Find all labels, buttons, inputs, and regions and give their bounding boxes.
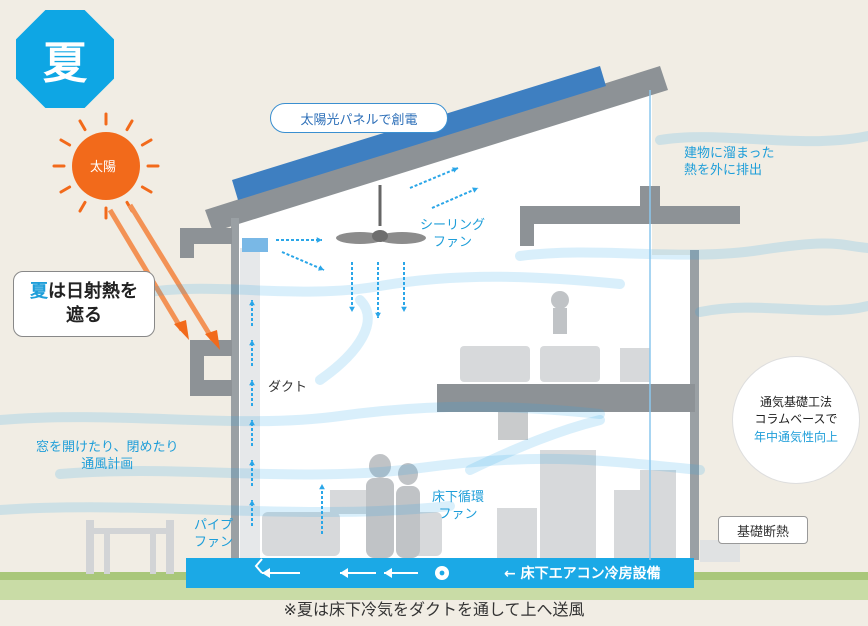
air-streak — [655, 131, 868, 147]
left-wall — [231, 218, 239, 562]
air-streak — [55, 453, 705, 480]
ac-bar-arrow — [262, 568, 300, 578]
solar-panel-label: 太陽光パネルで創電 — [270, 103, 448, 133]
solar-panel — [232, 66, 606, 200]
duct-upflow-arrow — [249, 380, 255, 406]
air-streak — [515, 238, 868, 261]
left-eave-drop — [180, 228, 194, 258]
air-streak — [315, 295, 373, 385]
duct-label: ダクト — [268, 380, 308, 395]
duct-upflow-arrow — [249, 340, 255, 366]
ac-bar-arrow — [384, 568, 418, 578]
sun-ray — [140, 185, 153, 194]
upper-eave — [520, 206, 740, 224]
duct-upflow-arrow — [249, 500, 255, 526]
exhaust-label: 建物に溜まった熱を外に排出 — [684, 146, 775, 178]
duct-outflow-arrow — [276, 237, 322, 243]
exhaust-arrow — [431, 187, 479, 209]
underfloor-upflow-arrow — [319, 484, 325, 534]
sun-ray — [125, 119, 134, 132]
sun-ray — [78, 119, 87, 132]
air-streak — [0, 501, 455, 518]
foundation-method-circle: 通気基礎工法 コラムベースで 年中通気性向上 — [733, 357, 859, 483]
column-base — [498, 412, 528, 440]
window-frame-side — [190, 356, 204, 380]
downdraft-arrow — [375, 262, 381, 318]
air-streak — [145, 271, 625, 297]
ac-bar-arrow — [340, 568, 376, 578]
roof — [205, 66, 668, 232]
air-streak — [695, 301, 868, 317]
outdoor-furniture — [86, 520, 174, 574]
underfloor-fan-label: 床下循環ファン — [432, 490, 485, 522]
duct-upflow-arrow — [249, 300, 255, 326]
duct — [240, 248, 260, 560]
duct-outflow-arrow — [281, 251, 325, 271]
foundation-block — [700, 540, 740, 562]
sun-label: 太陽 — [90, 160, 117, 175]
sun-ray — [78, 200, 87, 213]
foundation-insulation-badge: 基礎断熱 — [718, 516, 808, 544]
air-flow — [0, 90, 868, 560]
fan-blade-right — [378, 232, 426, 244]
people-silhouette — [366, 291, 569, 558]
duct-upflow-arrow — [249, 420, 255, 446]
sun-ray — [59, 185, 72, 194]
ceiling-fan-label: シーリングファン — [420, 218, 486, 250]
footnote: ※夏は床下冷気をダクトを通して上へ送風 — [283, 600, 585, 619]
pipe-fan-label: パイプファン — [194, 518, 234, 550]
air-streak — [0, 401, 605, 427]
window-frame-top — [190, 340, 232, 356]
ac-bar-turn-arrow — [254, 558, 263, 574]
solar-heat-callout: 夏は日射熱を 遮る — [13, 271, 155, 337]
ac-bar-label: ← 床下エアコン冷房設備 — [504, 566, 661, 582]
sun-ray — [59, 138, 72, 147]
fan-blade-left — [336, 232, 384, 244]
sunlight-arrow-1 — [107, 208, 185, 332]
season-badge: 夏 — [16, 10, 114, 108]
duct-upflow-arrow — [249, 460, 255, 486]
upper-eave-drop — [520, 206, 534, 246]
sunlight-arrow-2 — [127, 203, 216, 342]
sun-ray — [140, 138, 153, 147]
exhaust-arrow — [409, 167, 459, 189]
downdraft-arrow — [401, 262, 407, 312]
air-arrows — [249, 167, 479, 578]
duct-vent-top — [242, 238, 268, 252]
window-ventilation-label: 窓を開けたり、閉めたり通風計画 — [36, 440, 179, 472]
air-streak — [465, 415, 605, 475]
fan-hub — [372, 230, 388, 242]
downdraft-arrow — [349, 262, 355, 312]
window-frame-bottom — [190, 380, 232, 396]
mezzanine-floor — [437, 384, 695, 412]
